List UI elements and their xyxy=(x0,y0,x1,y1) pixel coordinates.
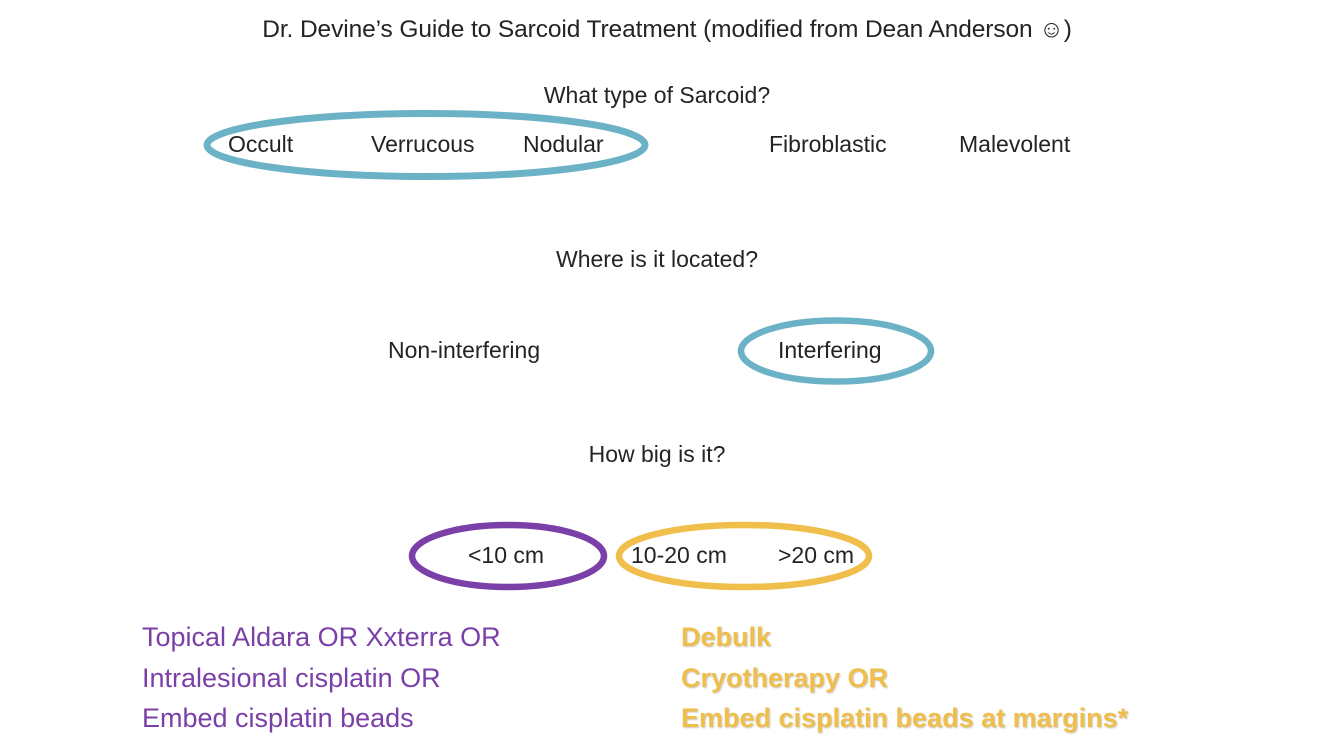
treatment-large-line-2: Cryotherapy OR xyxy=(681,662,889,693)
option-fibroblastic[interactable]: Fibroblastic xyxy=(769,131,887,157)
slide-title-tail: ) xyxy=(1063,16,1072,43)
slide-title-text: Dr. Devine’s Guide to Sarcoid Treatment … xyxy=(262,16,1040,43)
option-10-to-20-cm[interactable]: 10-20 cm xyxy=(631,542,727,568)
option-nodular[interactable]: Nodular xyxy=(523,131,604,157)
slide-title: Dr. Devine’s Guide to Sarcoid Treatment … xyxy=(0,16,1334,43)
question-location: Where is it located? xyxy=(556,246,758,272)
treatment-small-line-3: Embed cisplatin beads xyxy=(142,703,414,733)
treatment-small-line-2: Intralesional cisplatin OR xyxy=(142,662,441,693)
smiley-face-icon: ☺ xyxy=(1039,16,1064,43)
question-size: How big is it? xyxy=(588,441,726,467)
question-sarcoid-type: What type of Sarcoid? xyxy=(543,82,771,108)
treatment-block-small: Topical Aldara OR Xxterra OR Intralesion… xyxy=(142,617,501,739)
option-interfering[interactable]: Interfering xyxy=(778,337,882,363)
option-malevolent[interactable]: Malevolent xyxy=(959,131,1071,157)
option-less-than-10-cm[interactable]: <10 cm xyxy=(468,542,545,568)
treatment-block-large: Debulk Cryotherapy OR Embed cisplatin be… xyxy=(681,617,1128,739)
option-non-interfering[interactable]: Non-interfering xyxy=(388,337,541,363)
treatment-large-line-3: Embed cisplatin beads at margins* xyxy=(681,703,1129,733)
treatment-small-line-1: Topical Aldara OR Xxterra OR xyxy=(142,622,501,652)
treatment-large-line-1: Debulk xyxy=(681,622,772,652)
option-occult[interactable]: Occult xyxy=(228,131,294,157)
option-verrucous[interactable]: Verrucous xyxy=(371,131,475,157)
option-greater-than-20-cm[interactable]: >20 cm xyxy=(778,542,855,568)
